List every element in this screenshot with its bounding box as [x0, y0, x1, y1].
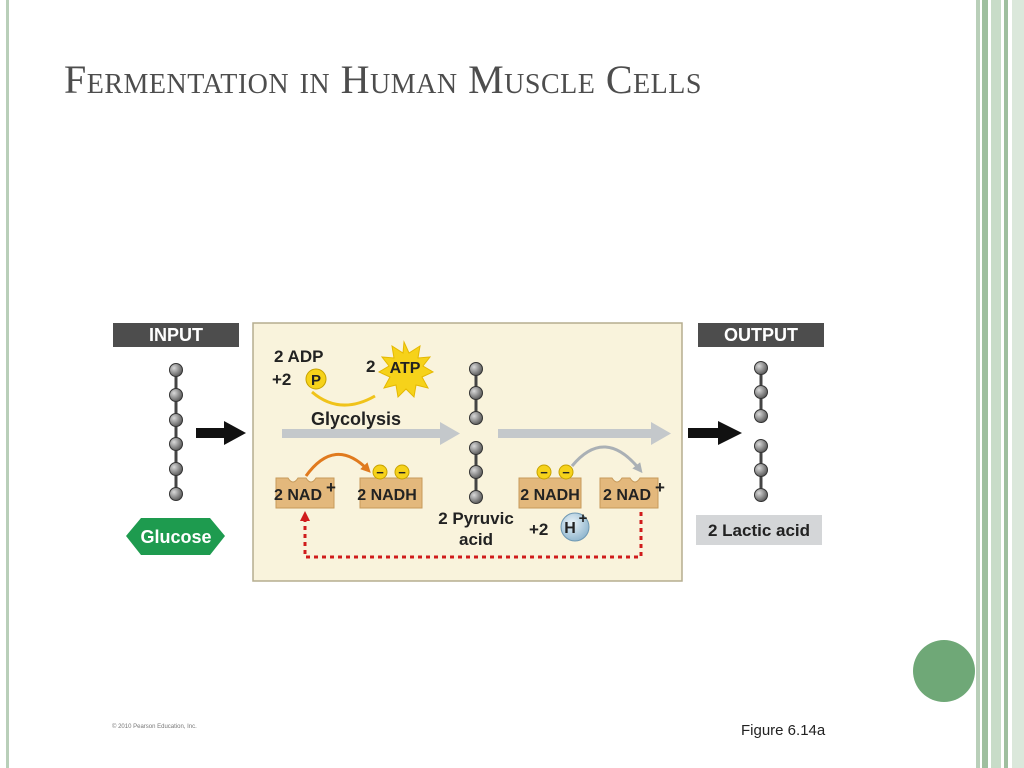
nadh-oxidation-arrow — [570, 445, 643, 474]
lactic-molecule-top — [754, 361, 768, 423]
phosphate-prefix: +2 — [272, 370, 291, 389]
slide-title: Fermentation in Human Muscle Cells — [64, 57, 702, 102]
nad-left-label: 2 NAD — [274, 487, 322, 504]
adp-label: 2 ADP — [274, 347, 323, 366]
glycolysis-label: Glycolysis — [311, 409, 401, 429]
input-header: INPUT — [113, 323, 239, 347]
output-header: OUTPUT — [698, 323, 824, 347]
input-arrow — [196, 421, 246, 445]
nad-right-label: 2 NAD — [603, 487, 651, 504]
lactic-acid-badge: 2 Lactic acid — [696, 515, 822, 545]
lactic-label: 2 Lactic acid — [708, 521, 810, 540]
lactic-molecule-bottom — [754, 439, 768, 502]
electron-icon: − — [376, 465, 384, 480]
atp-starburst-icon: ATP — [377, 340, 435, 399]
phosphate-icon: P — [305, 368, 327, 390]
nadh-left-box: − − 2 NADH — [357, 464, 423, 509]
hydrogen-ion-icon: H + — [560, 510, 590, 542]
nad-plus-left-box: 2 NAD + — [274, 477, 336, 509]
atp-label: ATP — [390, 360, 421, 377]
nad-right-plus: + — [655, 478, 665, 497]
glycolysis-panel — [252, 322, 683, 582]
nad-recycle-arrow — [300, 511, 643, 559]
hydrogen-prefix: +2 — [529, 520, 548, 539]
electron-icon: − — [562, 465, 570, 480]
input-label: INPUT — [149, 325, 203, 345]
slide-frame-left — [6, 0, 9, 768]
output-label: OUTPUT — [724, 325, 798, 345]
nadh-right-box: − − 2 NADH — [518, 464, 582, 509]
copyright-notice: © 2010 Pearson Education, Inc. — [112, 724, 197, 730]
glucose-label: Glucose — [140, 527, 211, 547]
fermentation-arrow — [498, 422, 671, 445]
nad-plus-right-box: 2 NAD + — [599, 477, 665, 509]
pyruvic-label-line2: acid — [459, 530, 493, 549]
hydrogen-symbol: H — [564, 520, 576, 537]
glycolysis-arrow — [282, 422, 460, 445]
phosphate-symbol: P — [311, 372, 321, 389]
nad-left-plus: + — [326, 478, 336, 497]
pyruvic-molecule-bottom — [469, 441, 483, 504]
nadh-right-label: 2 NADH — [520, 487, 580, 504]
atp-prefix: 2 — [366, 357, 375, 376]
nadh-left-label: 2 NADH — [357, 487, 417, 504]
atp-synthesis-arrow — [311, 390, 376, 407]
slide-frame-right — [976, 0, 1024, 768]
output-arrow — [688, 421, 742, 445]
nad-reduction-arrow — [304, 453, 371, 477]
pyruvic-label-line1: 2 Pyruvic — [438, 509, 514, 528]
figure-label: Figure 6.14a — [741, 722, 826, 739]
glucose-molecule — [169, 363, 183, 501]
electron-icon: − — [540, 465, 548, 480]
glucose-badge: Glucose — [126, 518, 225, 555]
pyruvic-molecule-top — [469, 362, 483, 425]
hydrogen-plus: + — [579, 510, 588, 527]
electron-icon: − — [398, 465, 406, 480]
decorative-circle — [913, 640, 975, 702]
